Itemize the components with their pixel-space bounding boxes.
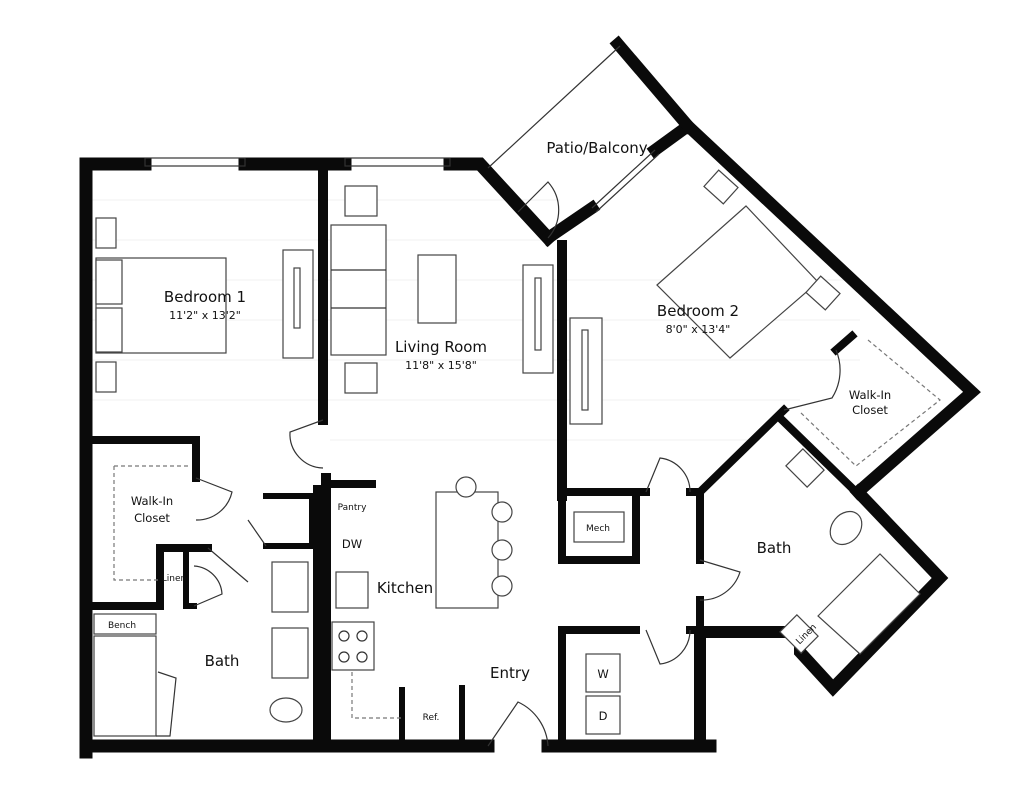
dw-label: DW bbox=[342, 537, 362, 551]
shower bbox=[93, 635, 157, 737]
coffee-table bbox=[417, 254, 457, 324]
kitchen-island bbox=[435, 491, 499, 609]
windows bbox=[144, 45, 660, 213]
bench-label: Bench bbox=[108, 621, 136, 631]
dryer-label: D bbox=[599, 709, 608, 723]
patio-railing bbox=[487, 45, 621, 169]
toilet-1 bbox=[269, 697, 303, 723]
washer bbox=[585, 653, 621, 693]
dryer bbox=[585, 695, 621, 735]
bedroom2-label: Bedroom 2 bbox=[657, 302, 739, 320]
furniture bbox=[93, 169, 941, 737]
linen1-label: Linen bbox=[162, 574, 186, 584]
bedroom1-dims: 11'2" x 13'2" bbox=[169, 309, 241, 322]
living-room-dims: 11'8" x 15'8" bbox=[405, 359, 477, 372]
stove bbox=[331, 621, 375, 671]
kitchen-sink bbox=[335, 571, 369, 609]
doors bbox=[193, 181, 841, 747]
walkin1-line1: Walk-In bbox=[131, 494, 173, 508]
ref-label: Ref. bbox=[423, 713, 440, 723]
walkin1-line2: Closet bbox=[134, 511, 170, 525]
room-labels: Bedroom 1 11'2" x 13'2" Living Room 11'8… bbox=[108, 139, 891, 723]
pantry-label: Pantry bbox=[338, 503, 367, 513]
bench bbox=[93, 613, 157, 635]
kitchen-label: Kitchen bbox=[377, 579, 433, 597]
mech-label: Mech bbox=[586, 524, 610, 534]
sofa bbox=[330, 224, 387, 356]
walls bbox=[79, 35, 981, 759]
washer-label: W bbox=[597, 667, 608, 681]
bedroom2-dims: 8'0" x 13'4" bbox=[666, 323, 731, 336]
toilet-2 bbox=[829, 510, 863, 546]
living-room-label: Living Room bbox=[395, 338, 487, 356]
bath1-label: Bath bbox=[205, 652, 240, 670]
bedroom1-label: Bedroom 1 bbox=[164, 288, 246, 306]
bath2-label: Bath bbox=[757, 539, 792, 557]
bathtub bbox=[817, 553, 921, 655]
entry-label: Entry bbox=[490, 664, 530, 682]
walkin2-line1: Walk-In bbox=[849, 388, 891, 402]
patio-label: Patio/Balcony bbox=[546, 139, 647, 157]
walkin2-line2: Closet bbox=[852, 403, 888, 417]
